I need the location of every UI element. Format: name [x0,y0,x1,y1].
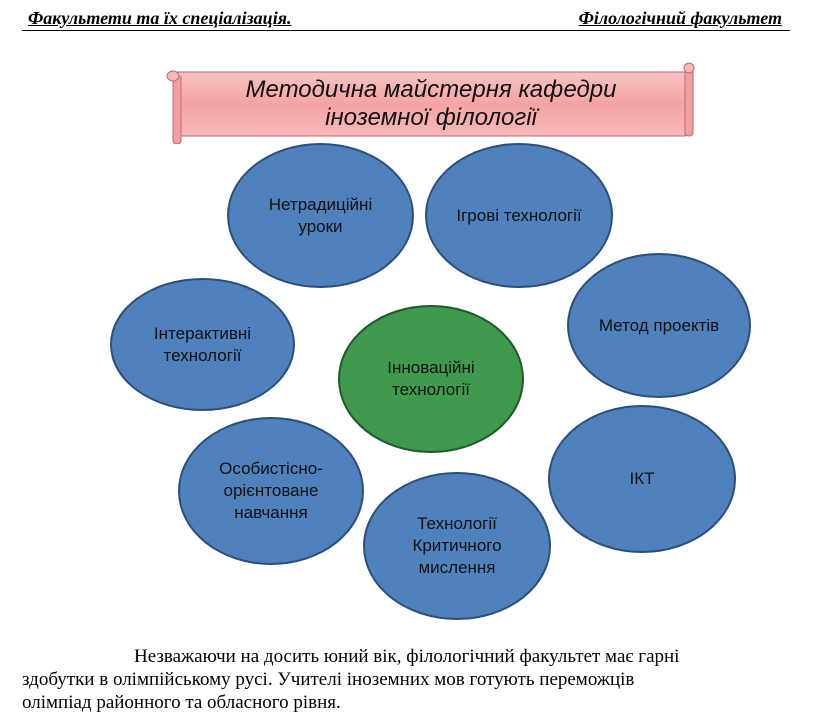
node-project-method: Метод проектів [567,253,751,398]
header-faculty-title: Філологічний факультет [578,8,782,28]
node-game-technologies: Ігрові технології [425,143,613,288]
paragraph-line-1: Незважаючи на досить юний вік, філологіч… [134,646,680,667]
node-ict: ІКТ [548,405,736,553]
paragraph-line-3: олімпіад районного та обласного рівня. [22,692,341,713]
banner-title-line2: іноземної філології [325,104,537,131]
node-nontraditional-lessons: Нетрадиційні уроки [227,143,414,288]
title-banner: Методична майстерня кафедри іноземної фі… [165,62,697,144]
page-header: Факультети та їх спеціалізація. Філологі… [22,8,790,31]
body-paragraph: Незважаючи на досить юний вік, філологіч… [22,645,792,714]
node-interactive-technologies: Інтерактивні технології [110,278,295,411]
scroll-banner-shape [166,62,695,144]
header-section-title: Факультети та їх спеціалізація. [28,8,292,28]
node-innovative-technologies-center: Інноваційні технології [338,305,524,453]
paragraph-line-2: здобутки в олімпійському русі. Учителі і… [22,669,635,690]
node-person-oriented-learning: Особистісно- орієнтоване навчання [178,417,364,565]
banner-title: Методична майстерня кафедри іноземної фі… [185,76,677,132]
banner-title-line1: Методична майстерня кафедри [245,76,617,103]
node-critical-thinking: Технології Критичного мислення [363,472,551,620]
